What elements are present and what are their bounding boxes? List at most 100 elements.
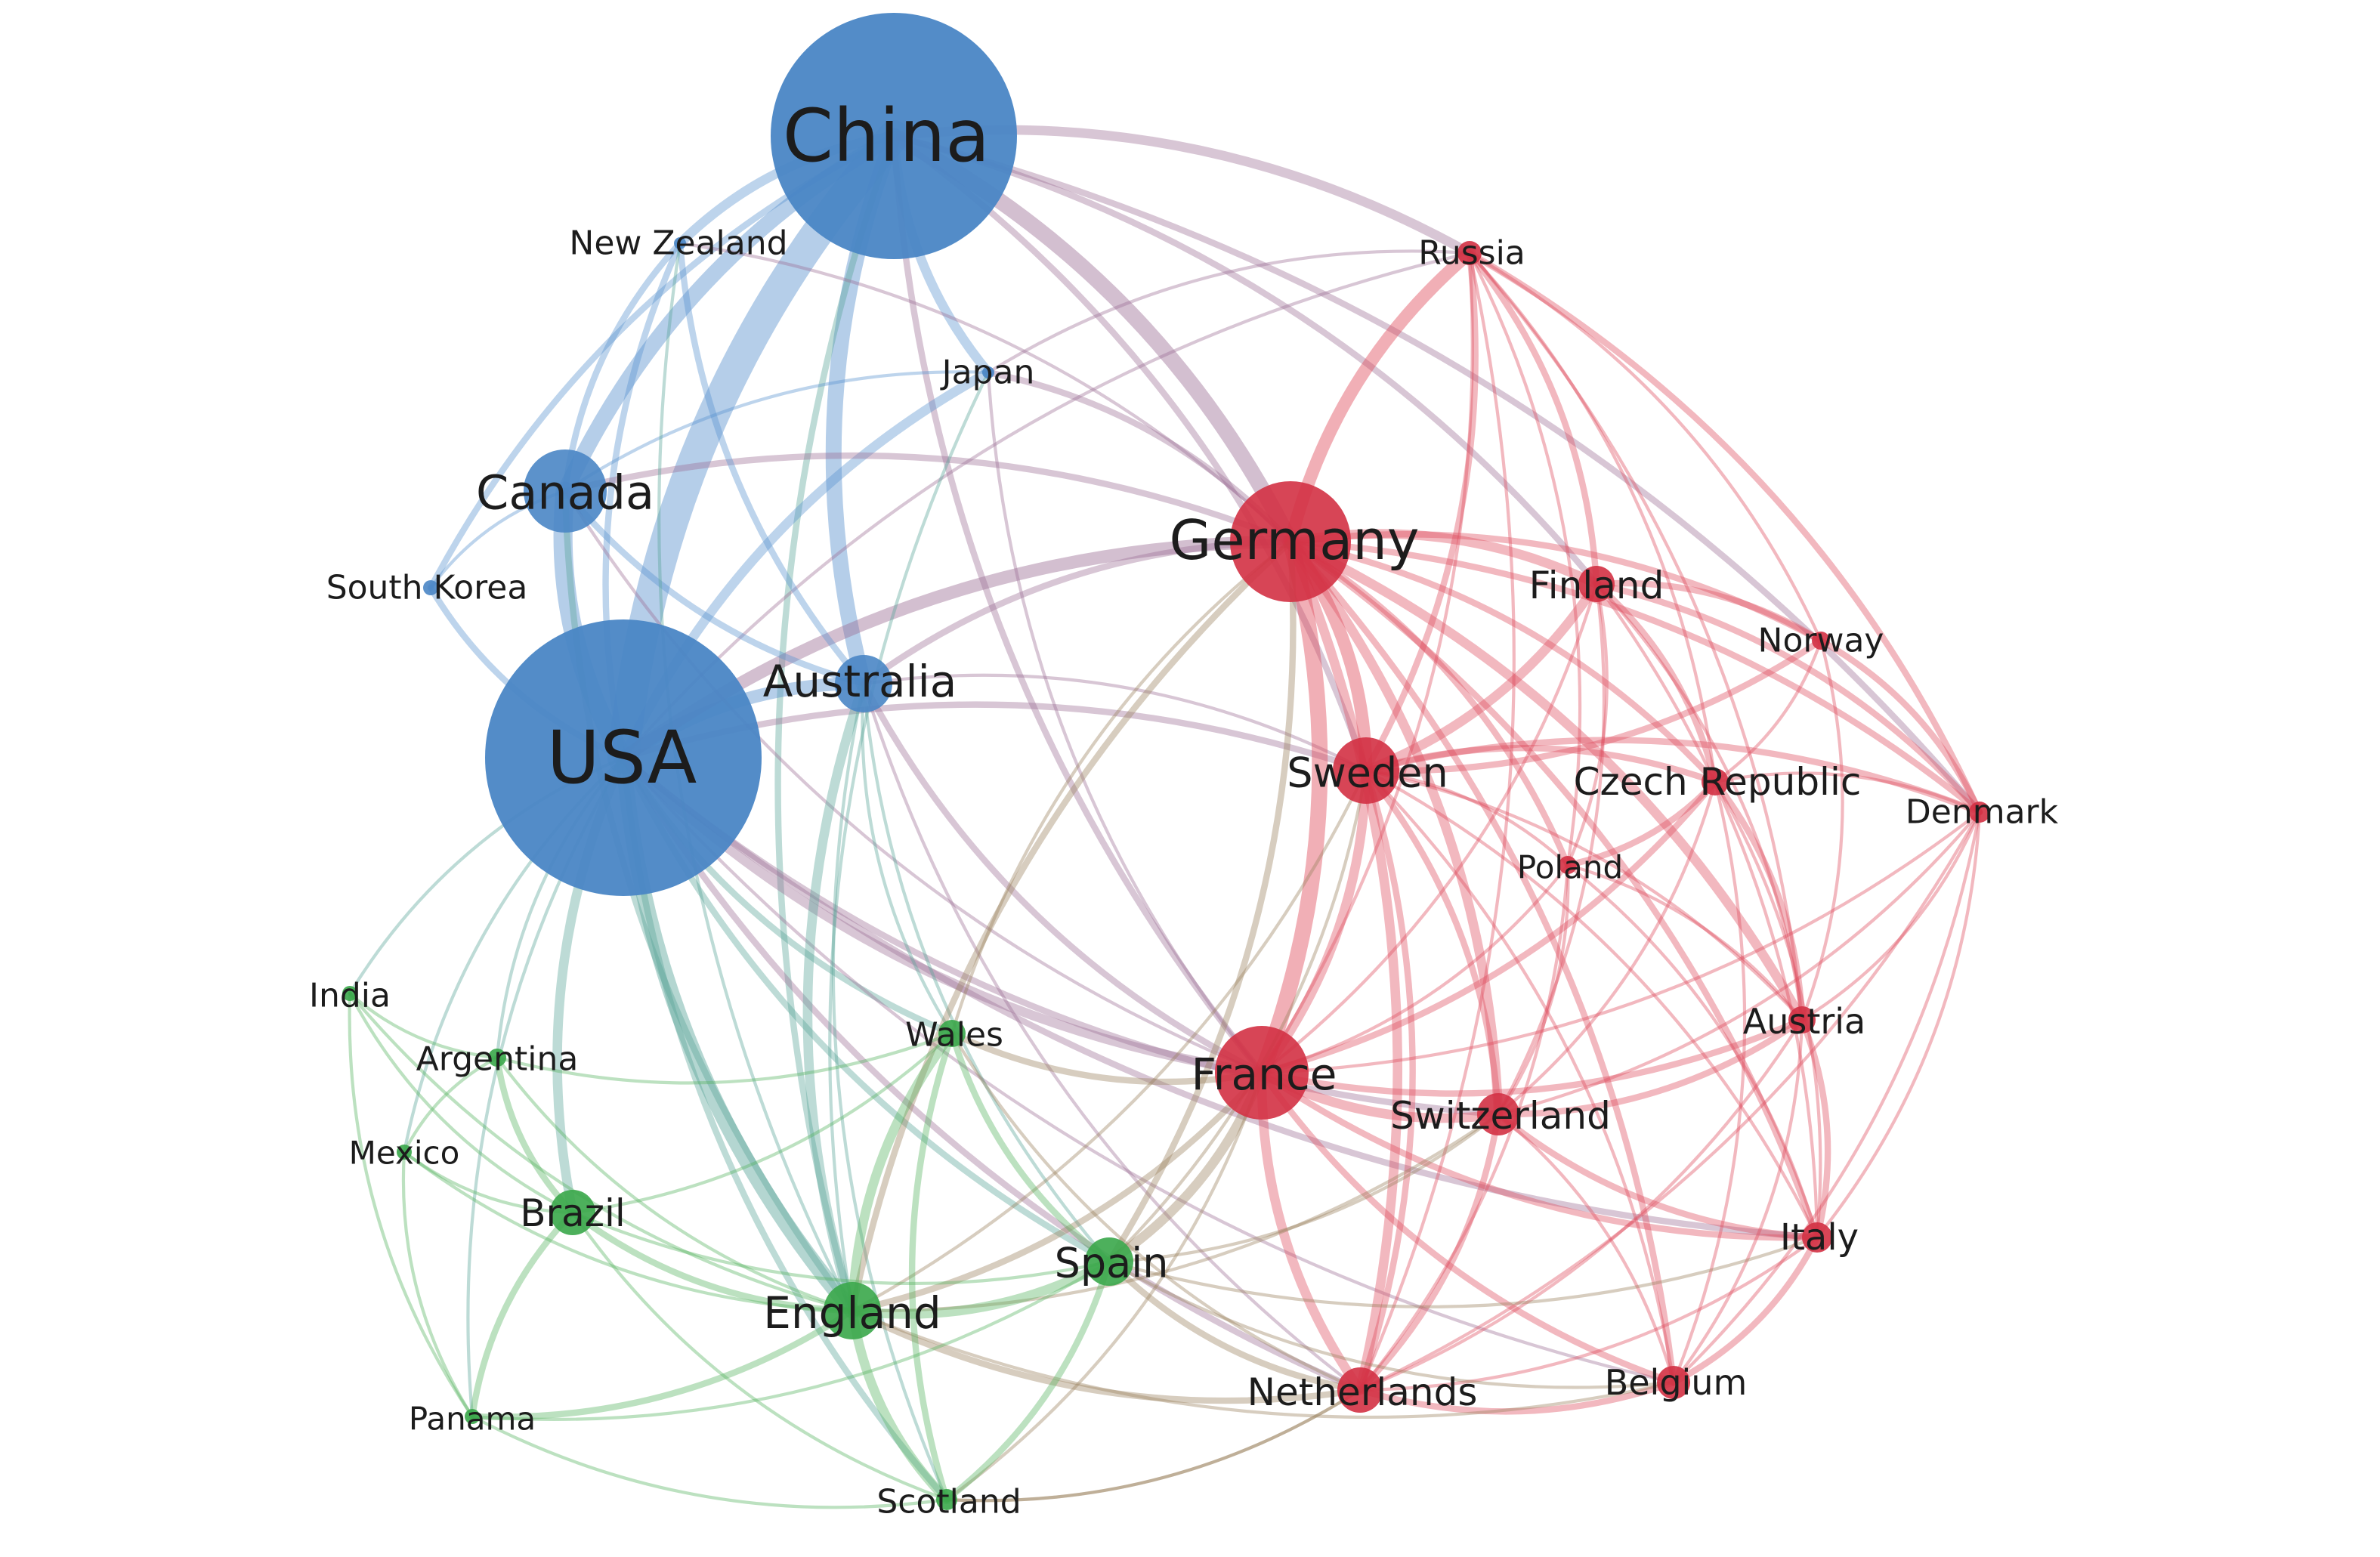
edge-netherlands-scotland	[944, 1388, 1362, 1503]
label-switzerland: Switzerland	[1390, 1094, 1611, 1138]
edge-poland-switzerland	[1496, 863, 1570, 1117]
label-italy: Italy	[1780, 1216, 1859, 1259]
label-china: China	[783, 94, 990, 178]
label-brazil: Brazil	[520, 1191, 626, 1235]
edge-germany-england	[848, 538, 1294, 1314]
label-new-zealand: New Zealand	[569, 224, 787, 263]
edge-scotland-netherlands	[944, 1388, 1362, 1503]
node-panama	[465, 1409, 480, 1424]
edge-italy-netherlands	[1358, 1235, 1819, 1392]
edge-czech-belgium	[1671, 780, 1747, 1385]
edge-netherlands-spain	[1105, 1258, 1364, 1394]
edge-new-zealand-germany	[678, 241, 1293, 544]
edge-japan-france	[986, 370, 1264, 1075]
node-new-zealand	[674, 237, 686, 249]
label-france: France	[1192, 1049, 1337, 1100]
node-argentina	[488, 1049, 506, 1067]
node-layer	[342, 13, 1990, 1510]
edge-russia-poland	[1467, 251, 1582, 867]
edge-australia-scotland	[831, 681, 949, 1502]
node-brazil	[550, 1190, 595, 1235]
edge-sweden-belgium	[1364, 768, 1676, 1385]
edge-france-netherlands	[1256, 1067, 1365, 1395]
edge-finland-italy	[1594, 582, 1819, 1240]
edge-germany-czech	[1287, 538, 1719, 786]
edge-denmark-switzerland	[1496, 810, 1982, 1117]
edge-france-russia	[1260, 251, 1474, 1075]
label-russia: Russia	[1418, 234, 1525, 273]
edge-canada-australia	[561, 487, 867, 687]
edge-russia-czech	[1467, 251, 1717, 784]
label-mexico: Mexico	[349, 1135, 460, 1172]
edge-switzerland-spain	[1107, 1112, 1501, 1264]
edge-japan-russia	[986, 249, 1472, 375]
edge-norway-czech	[1713, 638, 1823, 784]
edge-sweden-denmark	[1362, 737, 1983, 816]
edge-sweden-finland	[1361, 579, 1602, 776]
edge-sweden-england	[850, 768, 1368, 1313]
edge-russia-norway	[1467, 251, 1823, 643]
edge-usa-italy	[620, 754, 1821, 1241]
edge-switzerland-belgium	[1496, 1112, 1676, 1385]
edge-australia-netherlands	[861, 681, 1362, 1392]
edge-spain-wales	[948, 1030, 1113, 1265]
edge-sweden-austria	[1364, 768, 1804, 1022]
edge-canada-england	[561, 487, 856, 1314]
edge-england-mexico	[402, 1150, 855, 1313]
label-argentina: Argentina	[416, 1040, 579, 1079]
edge-germany-spain	[1105, 538, 1297, 1265]
edge-australia-wales	[861, 681, 954, 1036]
node-scotland	[936, 1489, 957, 1510]
edge-finland-denmark	[1593, 580, 1983, 816]
edge-wales-argentina	[495, 1031, 954, 1085]
edge-finland-norway	[1593, 579, 1825, 644]
label-belgium: Belgium	[1605, 1362, 1748, 1403]
edge-china-denmark	[890, 132, 1983, 816]
edge-france-finland	[1260, 582, 1599, 1075]
edge-england-panama	[468, 1307, 856, 1420]
label-norway: Norway	[1758, 622, 1884, 660]
edge-england-spain	[847, 1256, 1114, 1319]
node-russia	[1457, 241, 1482, 265]
edge-england-brazil	[569, 1209, 856, 1314]
edge-france-poland	[1260, 863, 1570, 1075]
node-sweden	[1333, 737, 1399, 804]
label-panama: Panama	[409, 1401, 536, 1438]
edge-australia-sweden	[861, 673, 1368, 773]
edge-usa-netherlands	[620, 754, 1364, 1394]
edge-australia-new-zealand	[676, 239, 867, 687]
edge-czech-denmark	[1713, 771, 1982, 814]
label-czech: Czech Republic	[1574, 760, 1862, 804]
edge-belgium-england	[850, 1308, 1676, 1420]
label-poland: Poland	[1517, 849, 1623, 886]
label-finland: Finland	[1529, 564, 1664, 607]
edge-china-england	[774, 132, 898, 1314]
label-japan: Japan	[940, 354, 1035, 392]
node-japan	[982, 366, 994, 378]
edge-denmark-italy	[1815, 810, 1982, 1240]
edge-finland-czech	[1593, 580, 1719, 786]
node-italy	[1802, 1222, 1832, 1253]
edge-germany-italy	[1287, 538, 1821, 1241]
node-australia	[835, 655, 892, 712]
edge-germany-france	[1253, 533, 1328, 1081]
edge-sweden-netherlands	[1356, 767, 1416, 1394]
edge-brazil-scotland	[570, 1210, 949, 1502]
node-south-korea	[423, 580, 438, 595]
edge-france-denmark	[1260, 810, 1982, 1075]
edge-italy-belgium	[1670, 1234, 1821, 1386]
edge-belgium-spain	[1107, 1259, 1676, 1389]
edge-finland-switzerland	[1496, 582, 1606, 1117]
edge-brazil-panama	[468, 1209, 576, 1420]
node-switzerland	[1477, 1093, 1519, 1135]
node-finland	[1578, 566, 1615, 602]
edge-sweden-italy	[1364, 768, 1819, 1240]
edge-netherlands-wales	[950, 1031, 1362, 1392]
label-austria: Austria	[1743, 1001, 1866, 1042]
edge-sweden-russia	[1362, 249, 1479, 774]
edge-canada-germany	[561, 452, 1294, 545]
edge-germany-denmark	[1287, 538, 1983, 816]
edge-australia-spain	[861, 681, 1111, 1264]
edge-germany-poland	[1287, 538, 1572, 869]
edge-france-austria	[1258, 1016, 1806, 1097]
